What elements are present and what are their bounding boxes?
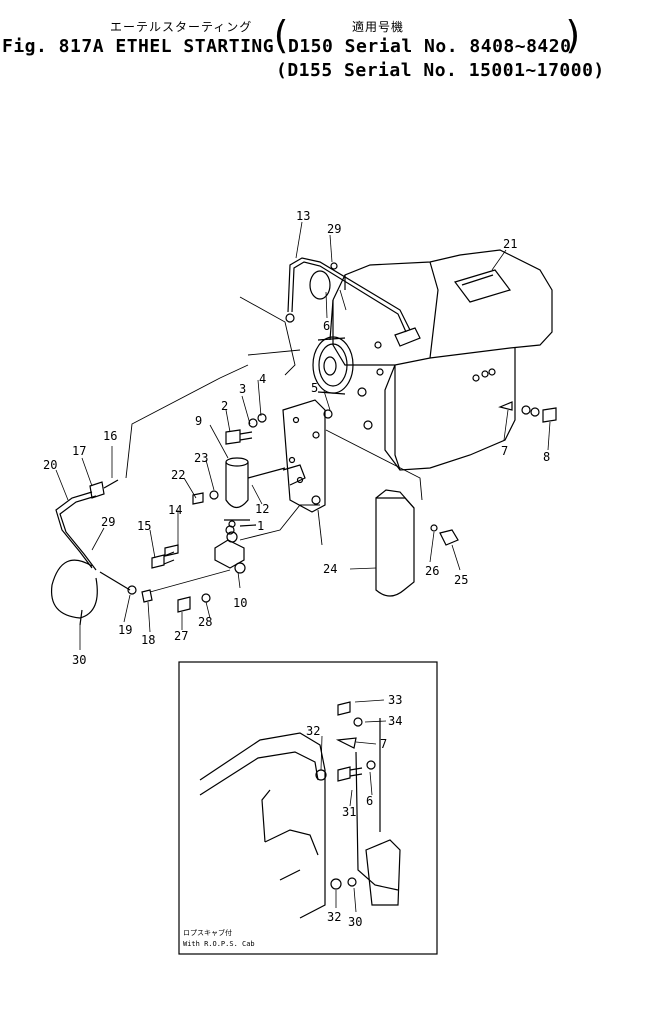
callout-29-left: 29 [101, 515, 115, 529]
callout-21: 21 [503, 237, 517, 251]
inset-rops-cab [178, 661, 438, 955]
callout-labels: 13 29 21 6 3 4 5 2 9 16 17 7 8 23 20 22 … [43, 209, 550, 667]
inset-callout-33: 33 [388, 693, 402, 707]
callout-25: 25 [454, 573, 468, 587]
hose-20 [50, 479, 153, 626]
callout-8: 8 [543, 450, 550, 464]
hub [312, 336, 354, 395]
engine-bolts [357, 341, 496, 430]
applicable-models-label: 適用号機 [352, 20, 405, 34]
callout-28: 28 [198, 615, 212, 629]
inset-caption-jp: ロプスキャブ付 [183, 928, 232, 937]
callout-5: 5 [311, 381, 318, 395]
callout-7: 7 [501, 444, 508, 458]
inset-callout-31: 31 [342, 805, 356, 819]
cover-plate-21 [454, 269, 511, 303]
callout-12: 12 [255, 502, 269, 516]
inset-caption: With R.O.P.S. Cab [183, 940, 255, 948]
bolts-and-washers [151, 262, 557, 613]
callout-24: 24 [323, 562, 337, 576]
inset-callout-32-bottom: 32 [327, 910, 341, 924]
callout-9: 9 [195, 414, 202, 428]
japanese-title: エーテルスターティング [110, 20, 253, 34]
inset-callout-32-top: 32 [306, 724, 320, 738]
serial-range-2: (D155 Serial No. 15001~17000) [276, 60, 605, 81]
leader-lines [55, 221, 551, 650]
callout-23: 23 [194, 451, 208, 465]
callout-19: 19 [118, 623, 132, 637]
callout-30: 30 [72, 653, 86, 667]
cylinder-24 [375, 489, 415, 597]
callout-14: 14 [168, 503, 182, 517]
figure-title: Fig. 817A ETHEL STARTING [2, 36, 275, 57]
serial-range-1: D150 Serial No. 8408~8420 [288, 36, 572, 57]
callout-29-top: 29 [327, 222, 341, 236]
routing-lines [125, 296, 423, 593]
mounting-plate [282, 399, 326, 513]
callout-2: 2 [221, 399, 228, 413]
callout-18: 18 [141, 633, 155, 647]
close-paren: ) [562, 13, 585, 57]
open-paren: ( [269, 13, 292, 57]
callout-13: 13 [296, 209, 310, 223]
valve-assembly [214, 519, 250, 574]
callout-27: 27 [174, 629, 188, 643]
inset-callout-34: 34 [388, 714, 402, 728]
callout-22: 22 [171, 468, 185, 482]
inset-callout-6: 6 [366, 794, 373, 808]
callout-4: 4 [259, 372, 266, 386]
callout-1: 1 [257, 519, 264, 533]
callout-17: 17 [72, 444, 86, 458]
callout-6-top: 6 [323, 319, 330, 333]
inset-labels: 33 34 32 7 6 31 32 30 ロプスキャブ付 With R.O.P… [183, 693, 402, 948]
engine-block [329, 249, 553, 471]
callout-10: 10 [233, 596, 247, 610]
inset-callout-30: 30 [348, 915, 362, 929]
callout-15: 15 [137, 519, 151, 533]
callout-20: 20 [43, 458, 57, 472]
tube-13 [285, 257, 421, 347]
callout-26: 26 [425, 564, 439, 578]
callout-3: 3 [239, 382, 246, 396]
ether-cylinder [225, 457, 286, 509]
callout-16: 16 [103, 429, 117, 443]
inset-callout-7: 7 [380, 737, 387, 751]
